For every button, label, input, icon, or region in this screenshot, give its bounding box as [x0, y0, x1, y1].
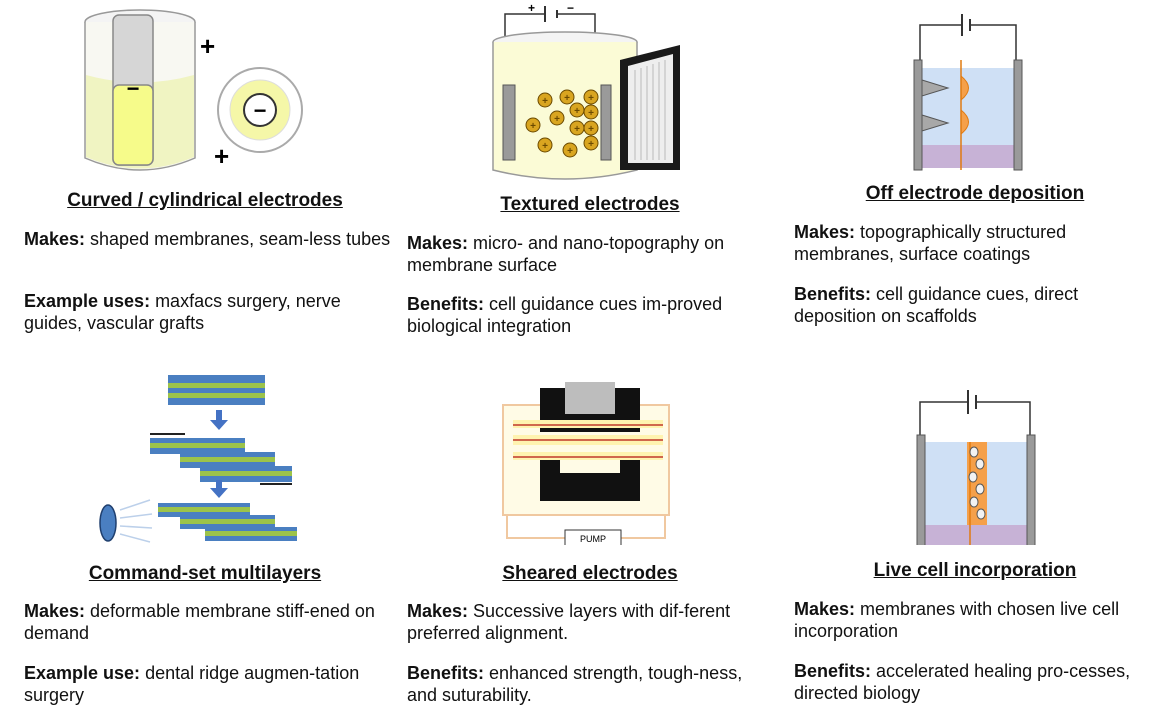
svg-text:+: + — [588, 139, 594, 150]
live-cells — [968, 446, 986, 520]
uses-text: Example uses: maxfacs surgery, nerve gui… — [24, 291, 341, 333]
cylindrical-electrode-illustration: − + − + — [84, 9, 303, 171]
svg-text:+: + — [542, 96, 548, 107]
svg-text:+: + — [542, 141, 548, 152]
benefits-text: Benefits: cell guidance cues, direct dep… — [794, 284, 1079, 326]
svg-text:+: + — [574, 124, 580, 135]
makes-text: Makes: Successive layers with dif-ferent… — [407, 601, 731, 643]
svg-text:+: + — [574, 106, 580, 117]
svg-text:+: + — [588, 93, 594, 104]
svg-text:−: − — [567, 1, 574, 15]
svg-text:+: + — [567, 146, 573, 157]
panel-textured-electrodes: + − +++ +++ +++ +++ — [395, 0, 785, 350]
panel-title: Off electrode deposition — [865, 183, 1085, 204]
panel-title: Live cell incorporation — [873, 560, 1077, 581]
staggered-layers — [150, 433, 292, 485]
benefits-text: Benefits: cell guidance cues im-proved b… — [407, 294, 723, 336]
ring-plus-sign: + — [214, 141, 229, 171]
svg-text:+: + — [564, 93, 570, 104]
benefits-text: Benefits: enhanced strength, tough-ness,… — [407, 663, 743, 705]
panel-live-cell: Live cell incorporation Makes: membranes… — [780, 360, 1170, 710]
benefits-text: Benefits: accelerated healing pro-cesses… — [794, 661, 1131, 703]
svg-text:+: + — [588, 124, 594, 135]
svg-text:+: + — [530, 121, 536, 132]
minus-sign: − — [127, 76, 140, 101]
sheared-electrode-illustration: PUMP — [502, 382, 670, 545]
svg-text:+: + — [554, 114, 560, 125]
light-source-icon — [99, 504, 117, 542]
multilayers-illustration — [99, 375, 297, 543]
ring-minus-sign: − — [254, 98, 267, 123]
makes-text: Makes: topographically structured membra… — [794, 222, 1067, 264]
pump-label: PUMP — [580, 534, 606, 544]
makes-text: Makes: membranes with chosen live cell i… — [794, 599, 1120, 641]
charged-particles — [525, 89, 599, 158]
svg-text:+: + — [588, 108, 594, 119]
makes-text: Makes: shaped membranes, seam-less tubes — [24, 229, 391, 249]
makes-text: Makes: deformable membrane stiff-ened on… — [24, 601, 375, 643]
panel-multilayers: Command-set multilayers Makes: deformabl… — [10, 360, 400, 710]
plus-sign: + — [200, 31, 215, 61]
panel-sheared-electrodes: PUMP Sheared electrodes Makes: Successiv… — [395, 360, 785, 710]
panel-title: Textured electrodes — [500, 194, 680, 215]
off-electrode-illustration — [913, 14, 1023, 171]
makes-text: Makes: micro- and nano-topography on mem… — [407, 233, 725, 275]
panel-curved-electrodes: − + − + Curved / cylindrical electrodes … — [10, 0, 400, 350]
panel-title: Sheared electrodes — [502, 563, 678, 584]
svg-text:+: + — [528, 1, 535, 15]
panel-off-electrode: Off electrode deposition Makes: topograp… — [780, 0, 1170, 350]
live-cell-illustration — [916, 390, 1036, 545]
textured-electrode-illustration: + − +++ +++ +++ +++ — [492, 1, 680, 180]
uses-text: Example use: dental ridge augmen-tation … — [24, 663, 360, 705]
panel-title: Curved / cylindrical electrodes — [67, 190, 343, 211]
panel-title: Command-set multilayers — [88, 563, 322, 584]
